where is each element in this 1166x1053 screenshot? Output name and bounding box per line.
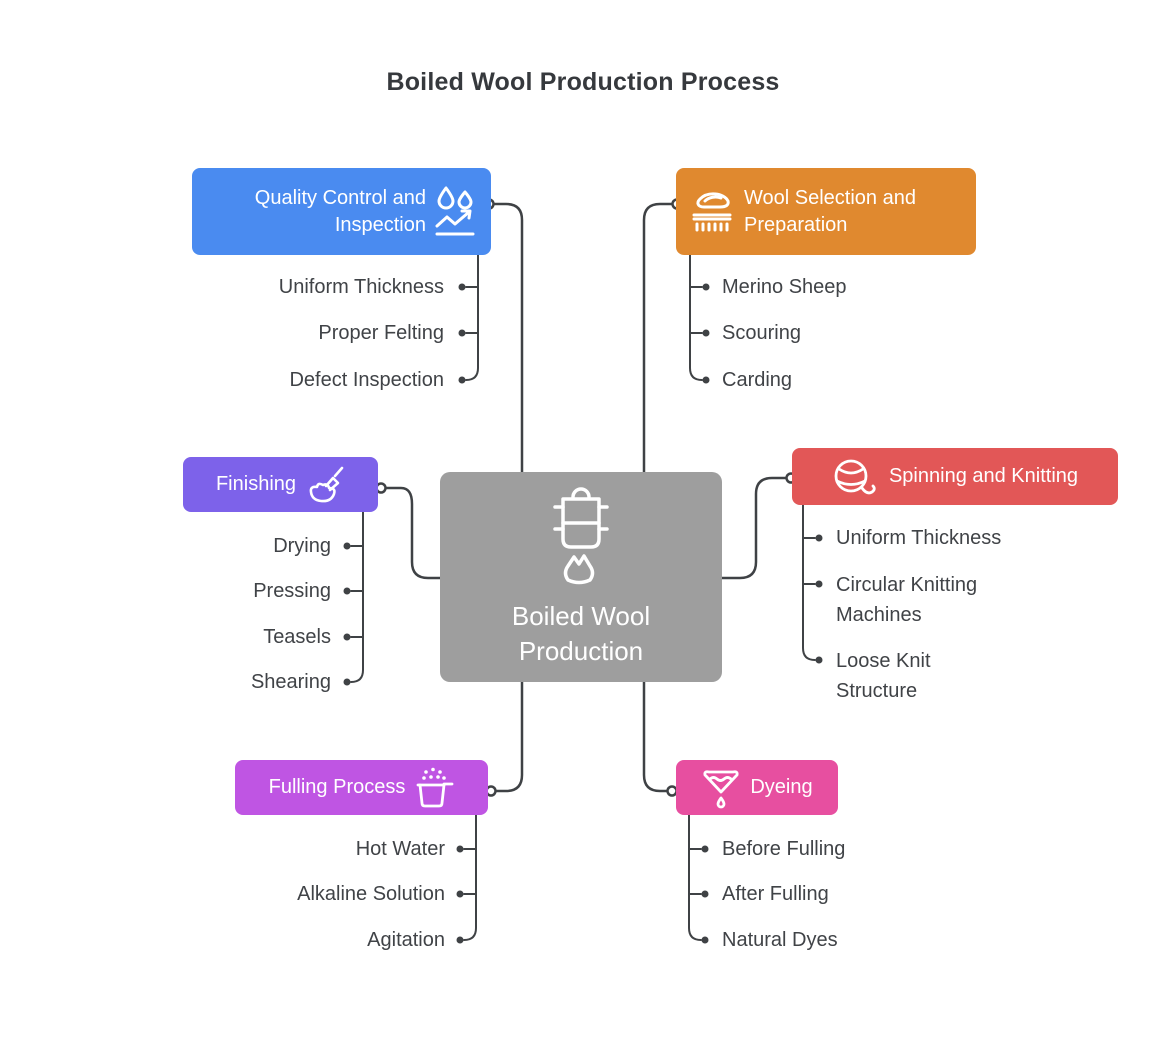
yarn-ball-icon (834, 459, 876, 494)
item-dot (702, 329, 710, 337)
pot-on-flame-icon (553, 487, 609, 585)
item-carding: Carding (722, 369, 793, 391)
node-fulling-process-label: Fulling Process (268, 776, 406, 798)
connector-dyeing (642, 680, 668, 793)
connector-quality-control (493, 202, 524, 474)
item-scouring: Scouring (722, 322, 801, 344)
item-hot-water: Hot Water (355, 838, 445, 860)
item-shearing: Shearing (250, 671, 331, 693)
node-dyeing: Dyeing (676, 760, 838, 815)
steaming-pot-icon (416, 767, 454, 807)
item-dot (815, 580, 823, 588)
item-dot (701, 845, 709, 853)
node-dyeing-label: Dyeing (750, 776, 813, 798)
water-repel-icon (435, 186, 475, 235)
childline-finishing (350, 511, 364, 683)
item-alkaline-solution: Alkaline Solution (297, 883, 445, 905)
item-agitation: Agitation (367, 929, 445, 951)
childline-spinning (802, 504, 816, 661)
item-dot (343, 542, 351, 550)
item-uniform-thickness: Uniform Thickness (278, 276, 444, 298)
center-node-label: Boiled Wool Production (511, 601, 651, 666)
diagram-title: Boiled Wool Production Process (386, 68, 780, 96)
item-uniform-thickness-2: Uniform Thickness (836, 527, 1002, 549)
item-circular-knitting-machines: Circular Knitting Machines (836, 574, 978, 626)
node-quality-control: Quality Control and Inspection (192, 168, 491, 255)
connector-finishing (385, 486, 442, 580)
node-spinning-knitting-label: Spinning and Knitting (888, 465, 1079, 487)
item-dot (815, 656, 823, 664)
connector-wool-selection (642, 202, 673, 474)
node-wool-selection: Wool Selection and Preparation (676, 168, 976, 255)
item-dot (701, 890, 709, 898)
item-dot (343, 678, 351, 686)
connector-spinning (720, 476, 787, 580)
childline-wool-selection (689, 254, 703, 381)
childline-fulling (463, 814, 477, 941)
item-loose-knit-structure: Loose Knit Structure (836, 650, 931, 702)
item-dot (343, 633, 351, 641)
item-pressing: Pressing (253, 580, 331, 602)
item-dot (815, 534, 823, 542)
node-finishing-label: Finishing (215, 473, 297, 495)
item-before-fulling: Before Fulling (722, 838, 846, 860)
item-defect-inspection: Defect Inspection (289, 369, 444, 391)
node-quality-control-label: Quality Control and Inspection (254, 186, 426, 236)
item-dot (458, 283, 466, 291)
item-dot (458, 376, 466, 384)
item-dot (456, 890, 464, 898)
item-drying: Drying (273, 535, 331, 557)
center-node-boiled-wool-production: Boiled Wool Production (440, 472, 722, 682)
item-natural-dyes: Natural Dyes (722, 929, 838, 951)
item-teasels: Teasels (263, 626, 331, 648)
item-after-fulling: After Fulling (722, 883, 829, 905)
item-dot (456, 845, 464, 853)
dye-funnel-icon (703, 769, 739, 808)
item-dot (702, 283, 710, 291)
node-finishing: Finishing (183, 457, 378, 512)
item-dot (702, 376, 710, 384)
item-dot (458, 329, 466, 337)
connector-fulling (495, 680, 524, 793)
node-spinning-knitting: Spinning and Knitting (792, 448, 1118, 505)
childline-quality-control (465, 254, 479, 381)
childline-dyeing (688, 814, 702, 941)
item-proper-felting: Proper Felting (318, 322, 444, 344)
item-dot (456, 936, 464, 944)
carding-comb-icon (692, 192, 732, 231)
node-wool-selection-label: Wool Selection and Preparation (744, 186, 916, 236)
item-dot (343, 587, 351, 595)
node-fulling-process: Fulling Process (235, 760, 488, 815)
item-dot (701, 936, 709, 944)
hand-brush-icon (309, 466, 344, 502)
item-merino-sheep: Merino Sheep (722, 276, 847, 298)
